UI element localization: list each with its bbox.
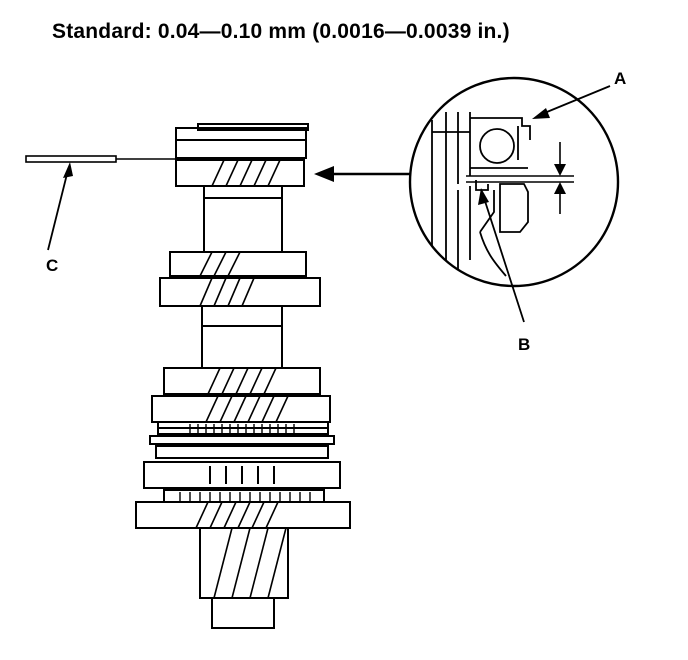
middle-gear-lower: [159, 277, 321, 307]
detail-arrow: [314, 166, 410, 182]
lower-gear-1: [163, 367, 321, 395]
feeler-gauge: [25, 155, 176, 163]
top-gear: [175, 123, 309, 187]
standard-spec-title: Standard: 0.04—0.10 mm (0.0016—0.0039 in…: [52, 20, 510, 43]
callout-b-label: B: [518, 335, 530, 354]
thin-washer: [149, 435, 335, 459]
shaft-assembly: [135, 123, 351, 629]
bottom-gear: [135, 501, 351, 529]
hub-gear: [143, 461, 341, 489]
spline-teeth: [179, 424, 311, 502]
synchro-ring: [157, 421, 329, 435]
bottom-shaft: [199, 527, 289, 629]
middle-shaft-body: [201, 306, 283, 368]
middle-gear-upper: [169, 251, 307, 277]
lower-gear-2: [151, 395, 331, 423]
callout-c-label: C: [46, 256, 58, 275]
leader-a: [532, 85, 611, 119]
callout-a-label: A: [614, 69, 626, 88]
detail-circle: [408, 76, 620, 288]
leader-b: [478, 188, 525, 323]
helical-teeth: [195, 159, 289, 599]
clearance-dimension-arrows: [554, 142, 566, 214]
leader-c: [47, 162, 73, 251]
upper-shaft-body: [203, 186, 283, 252]
